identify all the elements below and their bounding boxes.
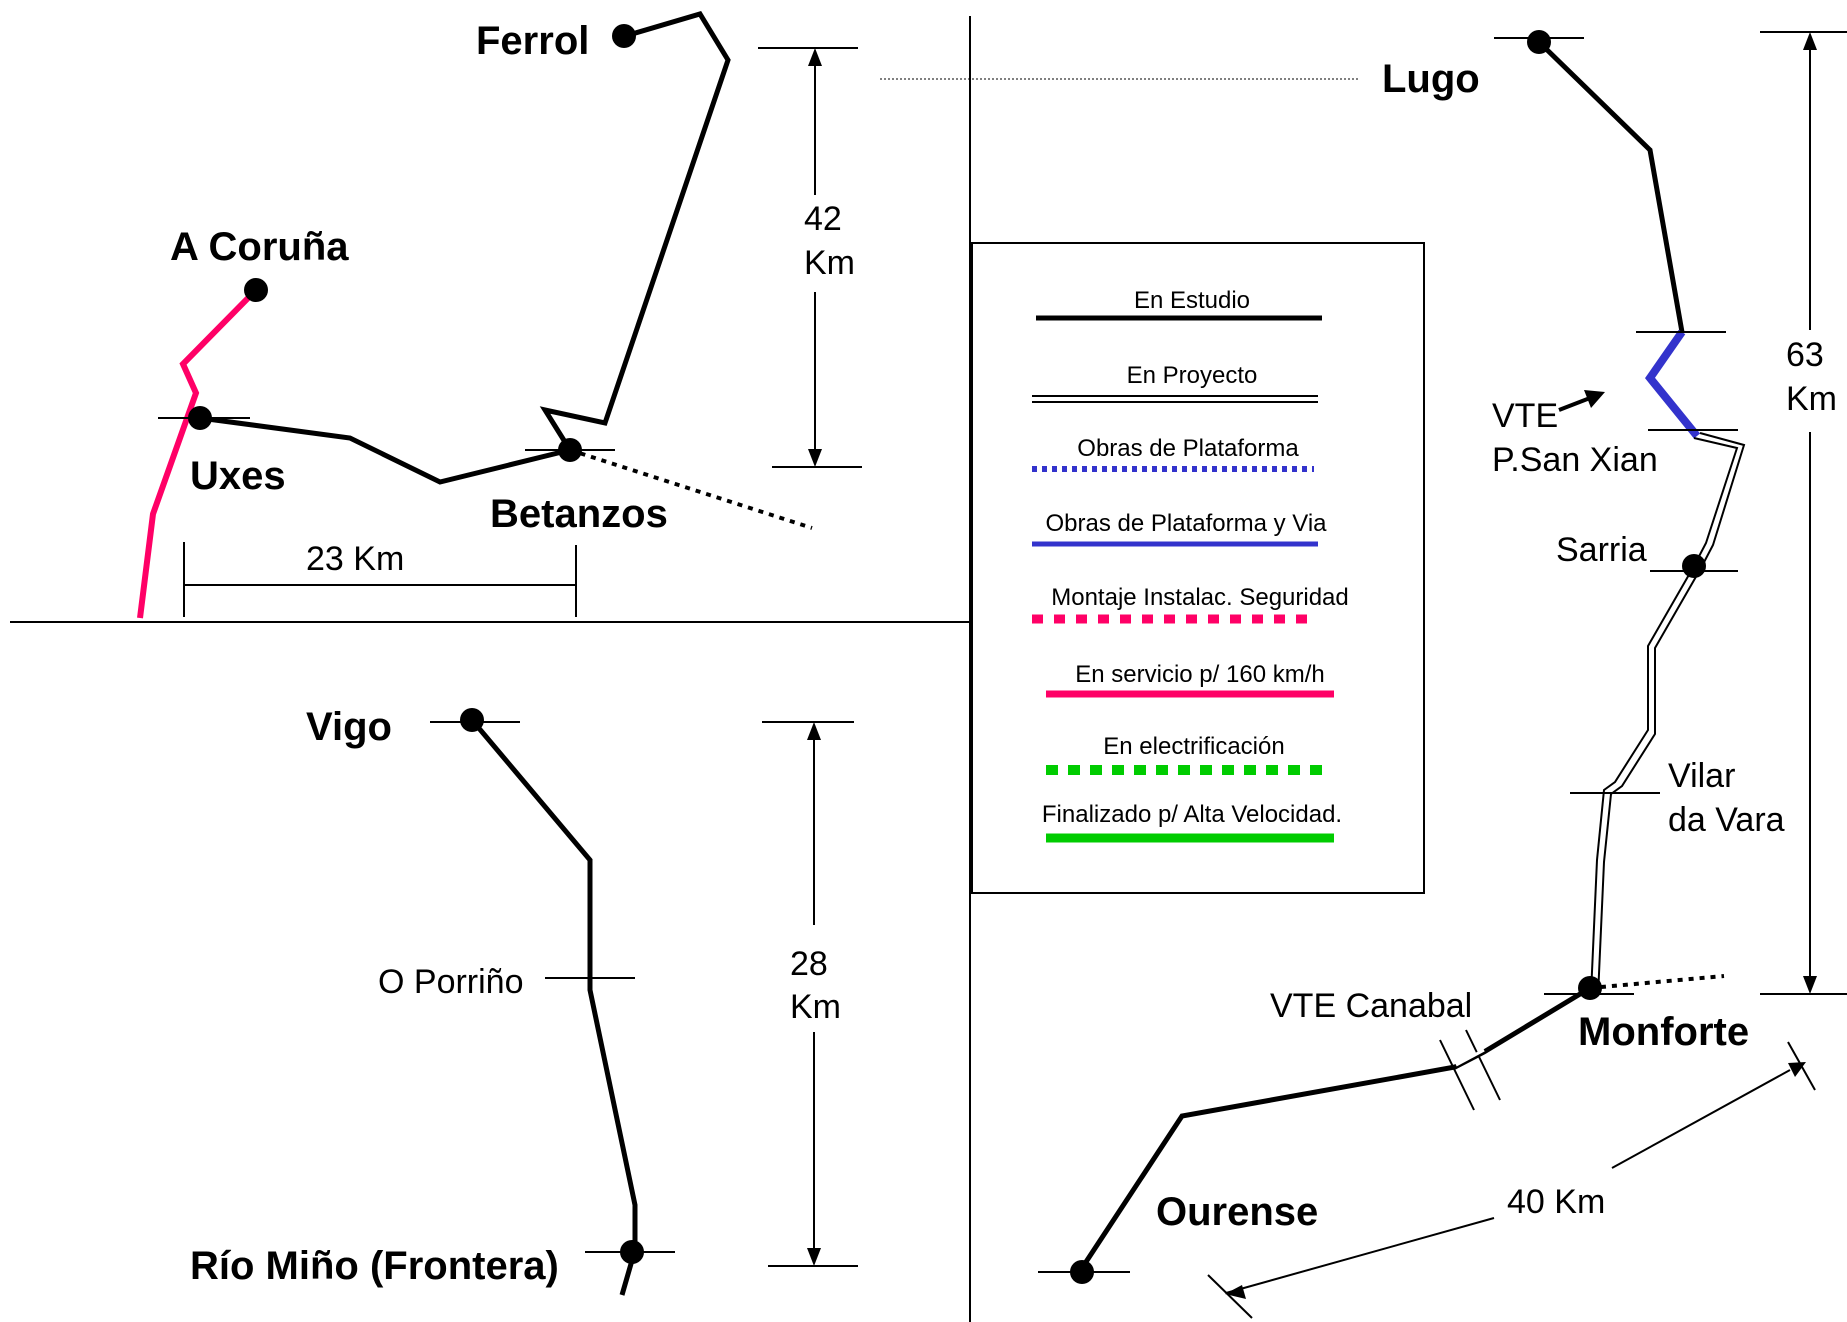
line-vigo-mino-study	[470, 718, 638, 1296]
line-betanzos-east-dotted	[569, 448, 813, 530]
arrow-right-icon	[1584, 390, 1605, 408]
section-lugo-ourense: Lugo VTE P.San Xian Sarria Vilar da Vara…	[1038, 30, 1847, 1319]
label-o-porrino: O Porriño	[378, 963, 524, 1001]
dim-28-value: 28	[790, 945, 828, 983]
legend-label-platform-track: Obras de Plataforma y Via	[1045, 510, 1327, 537]
station-betanzos	[558, 438, 582, 462]
dim-63-value: 63	[1786, 336, 1824, 374]
label-ferrol: Ferrol	[476, 19, 589, 63]
arrow-down-icon	[807, 1248, 821, 1266]
line-sanxian-monforte-project	[1590, 432, 1746, 997]
station-monforte	[1578, 976, 1602, 1000]
dim-42-value: 42	[804, 200, 842, 238]
legend-label-service: En servicio p/ 160 km/h	[1075, 661, 1324, 688]
station-a-coruna	[244, 278, 268, 302]
line-uxes-betanzos-study	[199, 415, 571, 485]
line-coruna-uxes-service	[137, 287, 259, 619]
label-vte-canabal: VTE Canabal	[1270, 987, 1472, 1025]
line-betanzos-ferrol-study	[539, 11, 731, 452]
legend-label-high-speed: Finalizado p/ Alta Velocidad.	[1042, 801, 1342, 828]
arrow-up-icon	[807, 722, 821, 740]
dim-63-unit: Km	[1786, 380, 1837, 418]
station-uxes	[188, 406, 212, 430]
dim-40-lower	[1225, 1217, 1495, 1294]
line-lugo-sanxian-study	[1537, 40, 1685, 333]
line-sanxian-works	[1644, 329, 1701, 439]
vte-canabal-tick-b	[1465, 1029, 1501, 1101]
dim-28-unit: Km	[790, 988, 841, 1026]
station-ferrol	[612, 24, 636, 48]
section-coruna-ferrol: Ferrol A Coruña Uxes Betanzos 42 Km 23 K…	[137, 11, 862, 619]
dim-40-upper	[1611, 1069, 1791, 1169]
label-a-coruna: A Coruña	[170, 225, 349, 269]
vte-canabal-tick-a	[1439, 1039, 1475, 1111]
label-vigo: Vigo	[306, 705, 392, 749]
dim-23-value: 23 Km	[306, 540, 404, 578]
label-rio-mino: Río Miño (Frontera)	[190, 1244, 559, 1288]
station-ourense	[1070, 1260, 1094, 1284]
section-vigo-mino: Vigo O Porriño Río Miño (Frontera) 28 Km	[190, 705, 858, 1296]
label-vte-sanxian-1: VTE	[1492, 397, 1558, 435]
dim-40-tick-sw	[1207, 1274, 1253, 1319]
line-monforte-ourense-study	[1079, 985, 1592, 1270]
label-ourense: Ourense	[1156, 1190, 1318, 1234]
arrow-up-right-icon	[1788, 1062, 1806, 1077]
label-lugo: Lugo	[1382, 57, 1480, 101]
legend-label-signalling: Montaje Instalac. Seguridad	[1051, 584, 1349, 611]
label-monforte: Monforte	[1578, 1010, 1749, 1054]
dim-42-unit: Km	[804, 244, 855, 282]
arrow-vte-sanxian	[1558, 396, 1591, 412]
label-vilar-2: da Vara	[1668, 801, 1785, 839]
label-vilar-1: Vilar	[1668, 757, 1735, 795]
arrow-down-icon	[808, 449, 822, 467]
legend-label-electrification: En electrificación	[1103, 733, 1284, 760]
dim-40-value: 40 Km	[1507, 1183, 1605, 1221]
station-lugo	[1527, 30, 1551, 54]
label-vte-sanxian-2: P.San Xian	[1492, 441, 1658, 479]
arrow-up-icon	[808, 48, 822, 66]
station-rio-mino	[620, 1240, 644, 1264]
legend-label-platform: Obras de Plataforma	[1077, 435, 1299, 462]
station-sarria	[1682, 554, 1706, 578]
line-monforte-east-dotted	[1589, 974, 1725, 990]
legend-label-study: En Estudio	[1134, 287, 1250, 314]
arrow-up-icon	[1803, 32, 1817, 50]
label-sarria: Sarria	[1556, 531, 1647, 569]
arrow-down-left-icon	[1225, 1285, 1246, 1299]
legend-label-project: En Proyecto	[1127, 362, 1258, 389]
vte-canabal-rail-a	[1455, 1048, 1485, 1067]
label-betanzos: Betanzos	[490, 492, 668, 536]
label-uxes: Uxes	[190, 454, 286, 498]
station-vigo	[460, 708, 484, 732]
legend-box	[971, 242, 1425, 894]
legend: En Estudio En Proyecto Obras de Platafor…	[971, 242, 1425, 894]
arrow-down-icon	[1803, 976, 1817, 994]
